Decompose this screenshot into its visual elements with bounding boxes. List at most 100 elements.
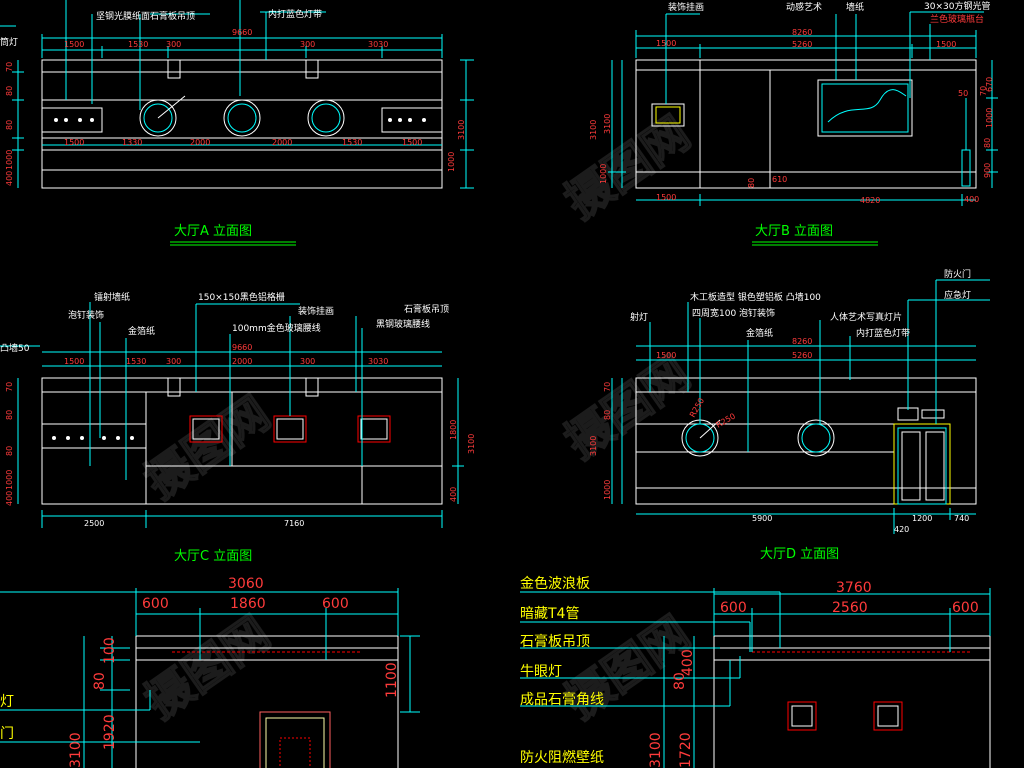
label-f-gypsum: 石膏板吊顶 — [520, 633, 590, 650]
elevation-d — [611, 279, 990, 534]
svg-text:7160: 7160 — [284, 519, 304, 528]
fire-door — [893, 407, 951, 505]
svg-text:3100: 3100 — [648, 732, 664, 768]
label-f-t4-tube: 暗藏T4管 — [520, 606, 579, 622]
svg-text:600: 600 — [322, 596, 349, 612]
svg-text:R250: R250 — [715, 412, 738, 430]
label-b-wallpaper: 墙纸 — [846, 1, 864, 13]
svg-text:670: 670 — [985, 77, 994, 92]
svg-text:80: 80 — [983, 138, 992, 148]
svg-text:80: 80 — [5, 86, 14, 96]
svg-text:1530: 1530 — [128, 40, 148, 49]
label-a-downlight: 筒灯 — [0, 36, 18, 48]
svg-text:1500: 1500 — [64, 357, 84, 366]
svg-text:1500: 1500 — [656, 39, 676, 48]
svg-text:3060: 3060 — [228, 576, 264, 592]
title-b: 大厅B 立面图 — [755, 224, 833, 239]
svg-text:4820: 4820 — [860, 196, 880, 205]
svg-text:凸墙50: 凸墙50 — [0, 342, 30, 354]
svg-text:门: 门 — [0, 726, 14, 742]
svg-text:70: 70 — [5, 382, 14, 392]
svg-text:3100: 3100 — [68, 732, 84, 768]
svg-text:木工板造型 银色塑铝板 凸墙100: 木工板造型 银色塑铝板 凸墙100 — [690, 291, 821, 303]
svg-text:3100: 3100 — [603, 114, 612, 134]
svg-text:摄图网: 摄图网 — [135, 386, 279, 509]
svg-text:400: 400 — [5, 491, 14, 506]
svg-text:5260: 5260 — [792, 40, 812, 49]
svg-text:1200: 1200 — [912, 514, 932, 523]
svg-text:1720: 1720 — [678, 732, 694, 768]
svg-text:5900: 5900 — [752, 514, 772, 523]
svg-text:8260: 8260 — [792, 28, 812, 37]
svg-text:黑钢玻璃腰线: 黑钢玻璃腰线 — [376, 318, 430, 330]
svg-text:1100: 1100 — [384, 662, 400, 698]
svg-text:420: 420 — [894, 525, 909, 534]
svg-text:1000: 1000 — [599, 164, 608, 184]
svg-text:50: 50 — [958, 89, 968, 98]
svg-text:1800: 1800 — [449, 420, 458, 440]
svg-text:1500: 1500 — [656, 351, 676, 360]
label-a-ceiling: 坚钢光膜纸面石膏板吊顶 — [96, 10, 195, 22]
label-f-fireproof-wallpaper: 防火阻燃壁纸 — [520, 749, 604, 766]
elevation-c — [0, 302, 464, 528]
svg-text:1860: 1860 — [230, 596, 266, 612]
elevation-b — [608, 11, 998, 206]
svg-text:2560: 2560 — [832, 600, 868, 616]
title-c: 大厅C 立面图 — [174, 549, 252, 564]
svg-text:金箔纸: 金箔纸 — [128, 325, 155, 337]
svg-text:80: 80 — [672, 672, 688, 690]
label-a-lightstrip: 内打蓝色灯带 — [268, 8, 322, 20]
svg-text:1500: 1500 — [64, 138, 84, 147]
elevation-f — [520, 588, 991, 768]
svg-text:150×150黑色铝格栅: 150×150黑色铝格栅 — [198, 291, 285, 303]
svg-text:1500: 1500 — [936, 40, 956, 49]
svg-text:100: 100 — [102, 637, 118, 664]
svg-text:400: 400 — [680, 649, 696, 676]
svg-text:300: 300 — [300, 40, 315, 49]
svg-text:R250: R250 — [688, 396, 706, 419]
elevation-c-text: 镭射墙纸 泡钉装饰 金箔纸 150×150黑色铝格栅 装饰挂画 100mm金色玻… — [0, 291, 476, 564]
svg-text:1330: 1330 — [122, 138, 142, 147]
svg-text:80: 80 — [747, 178, 756, 188]
svg-text:80: 80 — [5, 446, 14, 456]
svg-text:3100: 3100 — [467, 434, 476, 454]
svg-text:80: 80 — [603, 410, 612, 420]
svg-text:600: 600 — [720, 600, 747, 616]
svg-text:摄图网: 摄图网 — [555, 106, 699, 229]
label-b-painting: 装饰挂画 — [668, 1, 704, 13]
svg-text:3760: 3760 — [836, 580, 872, 596]
svg-text:石膏板吊顶: 石膏板吊顶 — [404, 303, 449, 315]
elevation-e-text: 3060 600 1860 600 3100 1920 100 80 1100 … — [0, 576, 400, 768]
svg-text:400: 400 — [449, 487, 458, 502]
label-f-gold-panel: 金色波浪板 — [520, 575, 590, 592]
elevation-b-text: 装饰挂画 动感艺术 墙纸 30×30方钢光管 兰色玻璃瓶台 1500 8260 … — [589, 0, 994, 246]
elevation-a-text: 坚钢光膜纸面石膏板吊顶 内打蓝色灯带 筒灯 1500 1530 300 9660… — [0, 8, 466, 246]
svg-text:600: 600 — [142, 596, 169, 612]
round-windows — [681, 419, 835, 457]
svg-text:9660: 9660 — [232, 343, 252, 352]
round-windows — [139, 95, 345, 137]
label-b-art: 动感艺术 — [786, 1, 822, 13]
svg-text:1920: 1920 — [102, 714, 118, 750]
svg-text:900: 900 — [983, 163, 992, 178]
svg-text:3100: 3100 — [589, 120, 598, 140]
svg-text:灯: 灯 — [0, 694, 14, 710]
svg-text:镭射墙纸: 镭射墙纸 — [94, 291, 130, 303]
svg-text:泡钉装饰: 泡钉装饰 — [68, 309, 104, 321]
svg-text:740: 740 — [954, 514, 969, 523]
svg-text:8260: 8260 — [792, 337, 812, 346]
svg-text:2500: 2500 — [84, 519, 104, 528]
svg-text:2000: 2000 — [272, 138, 292, 147]
svg-text:1000: 1000 — [985, 108, 994, 128]
svg-text:1500: 1500 — [656, 193, 676, 202]
svg-text:1530: 1530 — [126, 357, 146, 366]
svg-text:装饰挂画: 装饰挂画 — [298, 305, 334, 317]
svg-text:人体艺术写真灯片: 人体艺术写真灯片 — [830, 311, 902, 323]
elevation-a — [0, 0, 474, 189]
svg-text:1000: 1000 — [5, 150, 14, 170]
label-b-glass: 兰色玻璃瓶台 — [930, 13, 984, 25]
svg-text:300: 300 — [166, 357, 181, 366]
svg-text:610: 610 — [772, 175, 787, 184]
svg-text:摄图网: 摄图网 — [555, 346, 699, 469]
